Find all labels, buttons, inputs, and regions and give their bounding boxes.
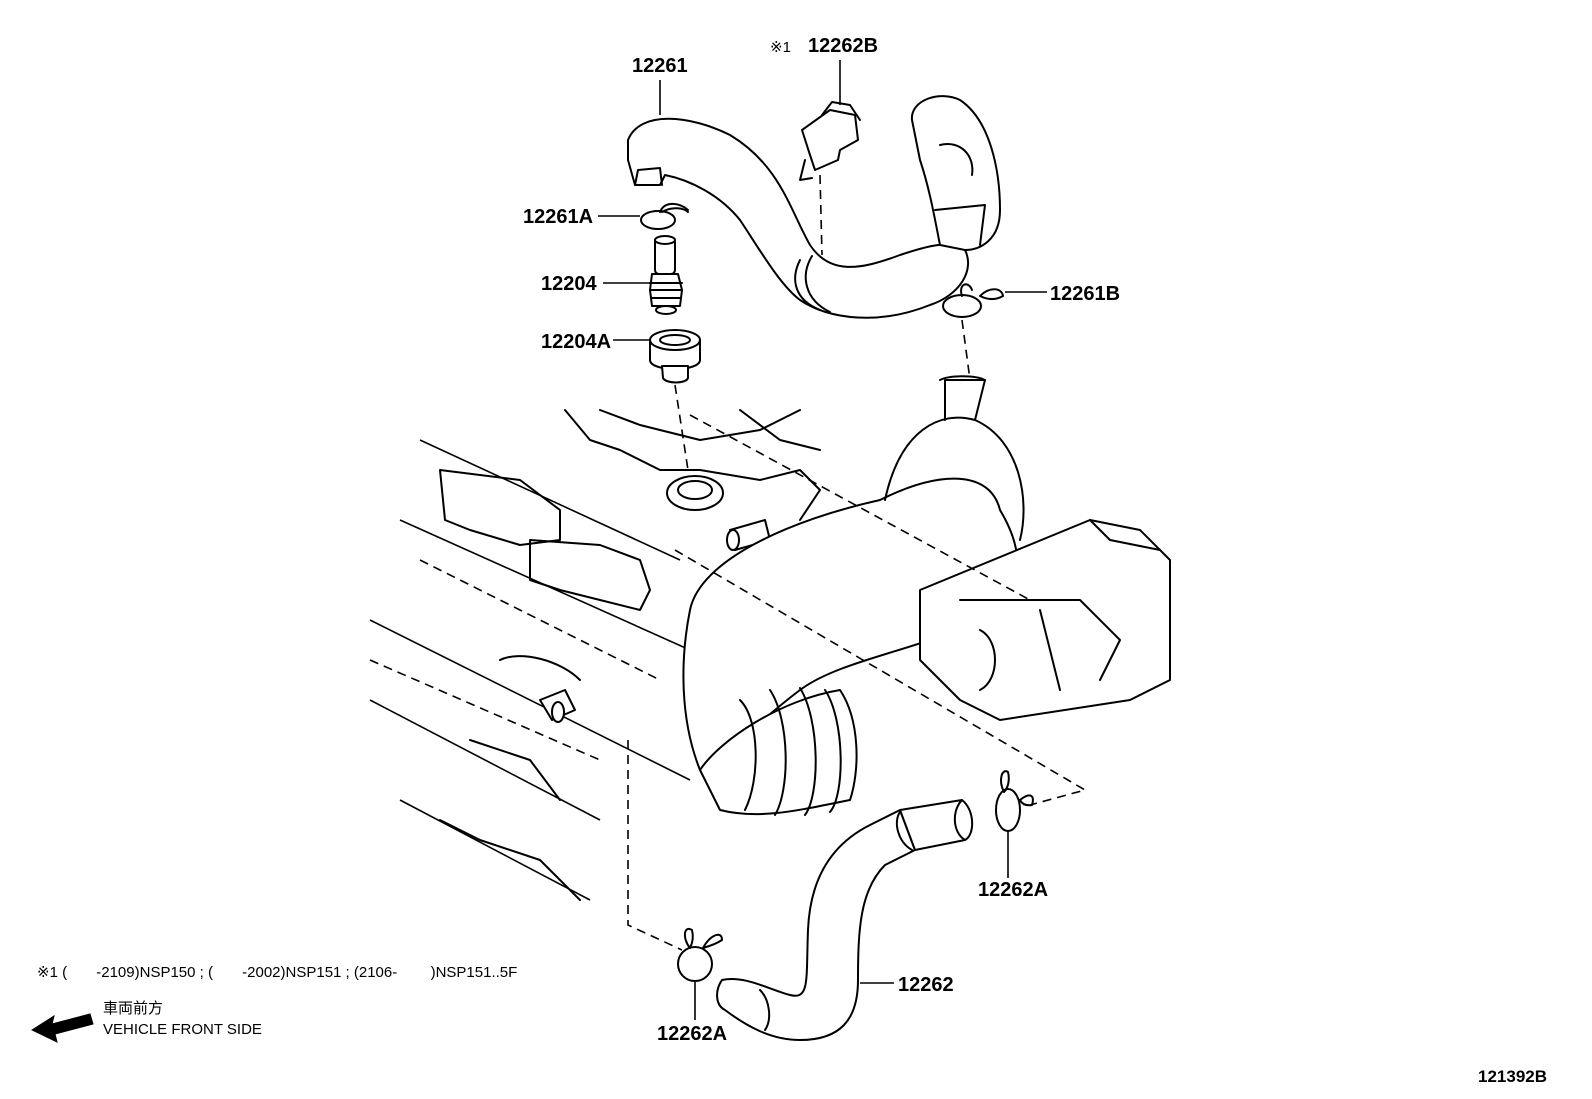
vehicle-front-indicator: 車両前方 VEHICLE FRONT SIDE (30, 1000, 262, 1043)
figure-id: 121392B (1478, 1067, 1547, 1086)
label-clip-upper-a: 12261A (523, 206, 593, 228)
footnote: ※1 ( -2109)NSP150 ; ( -2002)NSP151 ; (21… (37, 964, 517, 981)
lower-ventilation-hose (716, 799, 974, 1041)
part-labels: 12261 ※1 12262B 12261A 12204 12204A 1226… (523, 35, 1120, 1045)
label-clamp-top: 12262B (808, 35, 878, 57)
clip-lower-right (995, 770, 1034, 832)
pcv-valve (649, 235, 683, 315)
grommet (649, 329, 701, 471)
clip-lower-left (627, 740, 723, 982)
clip-upper-b (942, 283, 1004, 381)
label-hose-lower: 12262 (898, 974, 954, 996)
label-clip-lower-right: 12262A (978, 879, 1048, 901)
label-pcv-valve: 12204 (541, 273, 597, 295)
label-clamp-marker: ※1 (770, 39, 791, 56)
front-arrow-icon (30, 1013, 94, 1043)
label-clip-upper-b: 12261B (1050, 283, 1120, 305)
leader-lines (598, 60, 1047, 1020)
label-hose-upper: 12261 (632, 55, 688, 77)
upper-ventilation-hose (627, 95, 1001, 319)
engine-assembly (369, 375, 1171, 901)
direction-japanese: 車両前方 (103, 1000, 163, 1017)
clamp-top (799, 101, 861, 256)
direction-english: VEHICLE FRONT SIDE (103, 1021, 262, 1038)
clip-upper-a (640, 202, 689, 230)
label-clip-lower-left: 12262A (657, 1023, 727, 1045)
label-grommet: 12204A (541, 331, 611, 353)
